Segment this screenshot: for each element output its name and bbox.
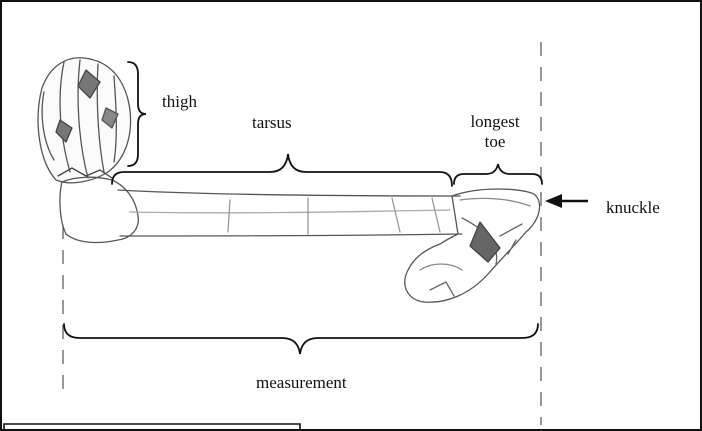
toe-brace [454, 164, 542, 184]
measurement-brace [64, 324, 538, 354]
tarsus-label: tarsus [252, 113, 292, 133]
thigh-label: thigh [162, 92, 197, 112]
heel-joint [60, 177, 138, 242]
longest-toe-label-line2: toe [452, 132, 538, 152]
measurement-label: measurement [256, 373, 347, 393]
longest-toe-label-line1: longest [452, 112, 538, 132]
knuckle-label: knuckle [606, 198, 660, 218]
knuckle-arrow [545, 194, 588, 208]
tarsus-brace [112, 154, 452, 186]
longest-toe-label: longest toe [452, 112, 538, 152]
